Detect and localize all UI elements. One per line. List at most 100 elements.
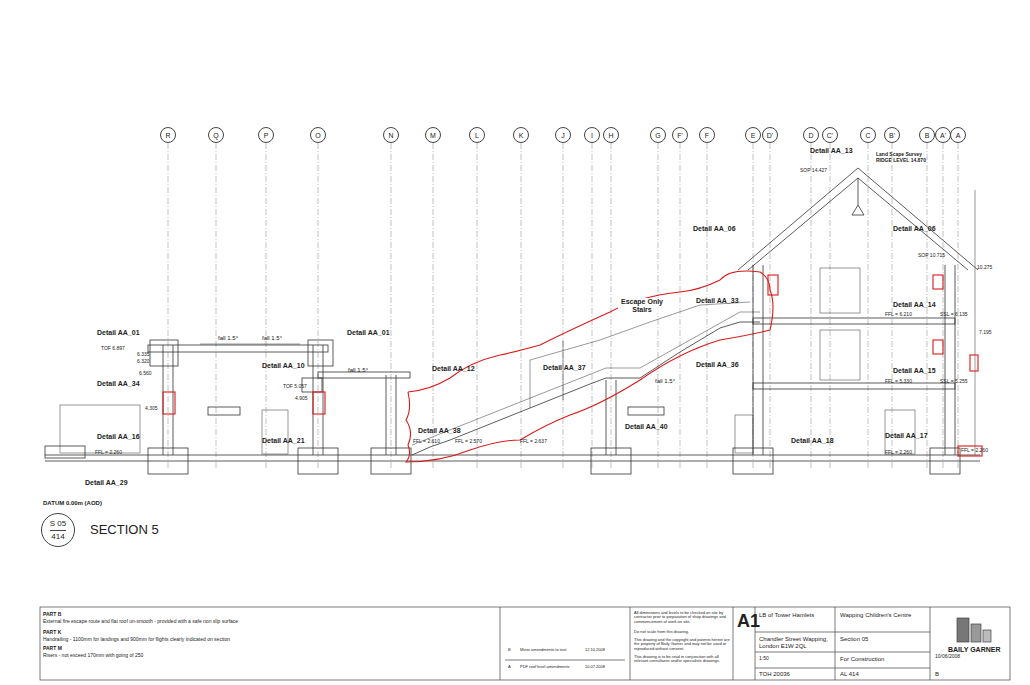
grid-letter: A [956, 132, 961, 139]
annotation: FFL = 2.260 [95, 450, 122, 456]
annotation: RIDGE LEVEL 14.870 [876, 158, 926, 164]
grid-letter: K [519, 132, 524, 139]
grid-bubble: H [603, 127, 619, 143]
annotation: fall 1.5° [655, 378, 675, 385]
detail-callout: Detail AA_16 [97, 433, 140, 441]
grid-letter: F [705, 132, 709, 139]
annotation: Wapping Children's Centre [840, 612, 928, 619]
grid-letter: B' [889, 132, 895, 139]
grid-bubble: B [919, 127, 935, 143]
annotation: PART M [43, 646, 62, 652]
annotation: FFL = 6.210 [885, 312, 912, 318]
annotation: This drawing is to be read in conjunctio… [634, 655, 730, 664]
annotation: TOF 5.057 [283, 384, 307, 390]
grid-letter: O [315, 132, 320, 139]
annotation: A [508, 665, 511, 669]
annotation: 10/06/2008 [935, 654, 960, 660]
grid-bubble: A' [935, 127, 951, 143]
annotation: PART K [43, 630, 61, 636]
annotation: PDF roof level amendments [520, 665, 570, 669]
grid-letter: B [925, 132, 930, 139]
grid-bubble: Q [208, 127, 224, 143]
grid-letter: Q [213, 132, 218, 139]
grid-bubble: I [584, 127, 600, 143]
annotation: PART B [43, 612, 61, 618]
detail-callout: Detail AA_38 [418, 427, 461, 435]
annotation: 7.195 [979, 330, 992, 336]
annotation: SSL = 5.255 [940, 379, 967, 385]
grid-letter: R [165, 132, 170, 139]
annotation: B [935, 671, 939, 678]
grid-letter: C [865, 132, 870, 139]
annotation: FFL = 2.260 [961, 448, 988, 454]
annotation: fall 1.5° [218, 335, 238, 342]
annotation: AL 414 [840, 671, 859, 678]
annotation: FFL = 2.637 [520, 439, 547, 445]
annotation: This drawing and the copyright and paten… [634, 638, 730, 651]
annotation: FFL = 2.570 [455, 439, 482, 445]
grid-letter: P [264, 132, 269, 139]
annotation: Do not scale from this drawing. [634, 630, 730, 634]
detail-callout: Detail AA_15 [893, 367, 936, 375]
annotation: External fire escape route and flat roof… [43, 619, 343, 625]
section-ref: 414 [51, 533, 64, 541]
annotation: 10.07.2008 [585, 665, 605, 669]
annotation: SOP 10.715 [918, 253, 945, 259]
grid-letter: C' [827, 132, 833, 139]
annotation: 10.275 [977, 265, 992, 271]
annotation: TOH 20036 [759, 671, 790, 678]
annotation: 1:50 [759, 656, 769, 662]
annotation: B [508, 648, 511, 652]
annotation: Minor amendments to text [520, 648, 566, 652]
grid-bubble: B' [884, 127, 900, 143]
detail-callout: Detail AA_17 [885, 432, 928, 440]
grid-bubble: P [258, 127, 274, 143]
section-ref: S 05 [50, 520, 66, 531]
annotation: 12.10.2008 [585, 648, 605, 652]
grid-bubble: D' [762, 127, 778, 143]
detail-callout: Detail AA_18 [791, 437, 834, 445]
grid-bubble: C' [822, 127, 838, 143]
annotation: TOF 6.897 [101, 346, 125, 352]
grid-letter: E [751, 132, 756, 139]
detail-callout: Detail AA_36 [696, 361, 739, 369]
detail-callout: Detail AA_12 [432, 365, 475, 373]
section-title: SECTION 5 [90, 523, 159, 537]
annotation: FFL = 5.330 [885, 379, 912, 385]
grid-letter: G [655, 132, 660, 139]
grid-bubble: R [160, 127, 176, 143]
grid-letter: J [561, 132, 565, 139]
annotation: 6.560 [139, 371, 152, 377]
grid-letter: D [808, 132, 813, 139]
annotation: For Construction [840, 656, 884, 663]
detail-callout: Detail AA_29 [85, 479, 128, 487]
annotation: SOP 14.427 [800, 168, 827, 174]
annotation: fall 1.5° [262, 335, 282, 342]
grid-bubble: N [383, 127, 399, 143]
detail-callout: Detail AA_06 [693, 225, 736, 233]
detail-callout: Detail AA_01 [97, 329, 140, 337]
annotation: SSL = 6.135 [940, 312, 967, 318]
grid-letter: H [608, 132, 613, 139]
annotation: Section 05 [840, 636, 868, 643]
detail-callout: Detail AA_14 [893, 301, 936, 309]
detail-callout: Detail AA_34 [97, 380, 140, 388]
grid-bubble: E [745, 127, 761, 143]
section-tag: S 05 414 [41, 513, 75, 547]
annotation: LB of Tower Hamlets [759, 612, 831, 619]
grid-letter: L [475, 132, 479, 139]
detail-callout: Detail AA_33 [696, 297, 739, 305]
annotation: 6.335 [137, 352, 150, 358]
grid-bubble: C [860, 127, 876, 143]
grid-bubble: F' [672, 127, 688, 143]
grid-letter: N [388, 132, 393, 139]
detail-callout: Detail AA_13 [810, 147, 853, 155]
grid-letter: A' [940, 132, 946, 139]
grid-bubble: A [950, 127, 966, 143]
detail-callout: A1 [737, 612, 760, 632]
detail-callout: Detail AA_01 [347, 329, 390, 337]
grid-bubble: K [513, 127, 529, 143]
annotation: 4.905 [295, 396, 308, 402]
